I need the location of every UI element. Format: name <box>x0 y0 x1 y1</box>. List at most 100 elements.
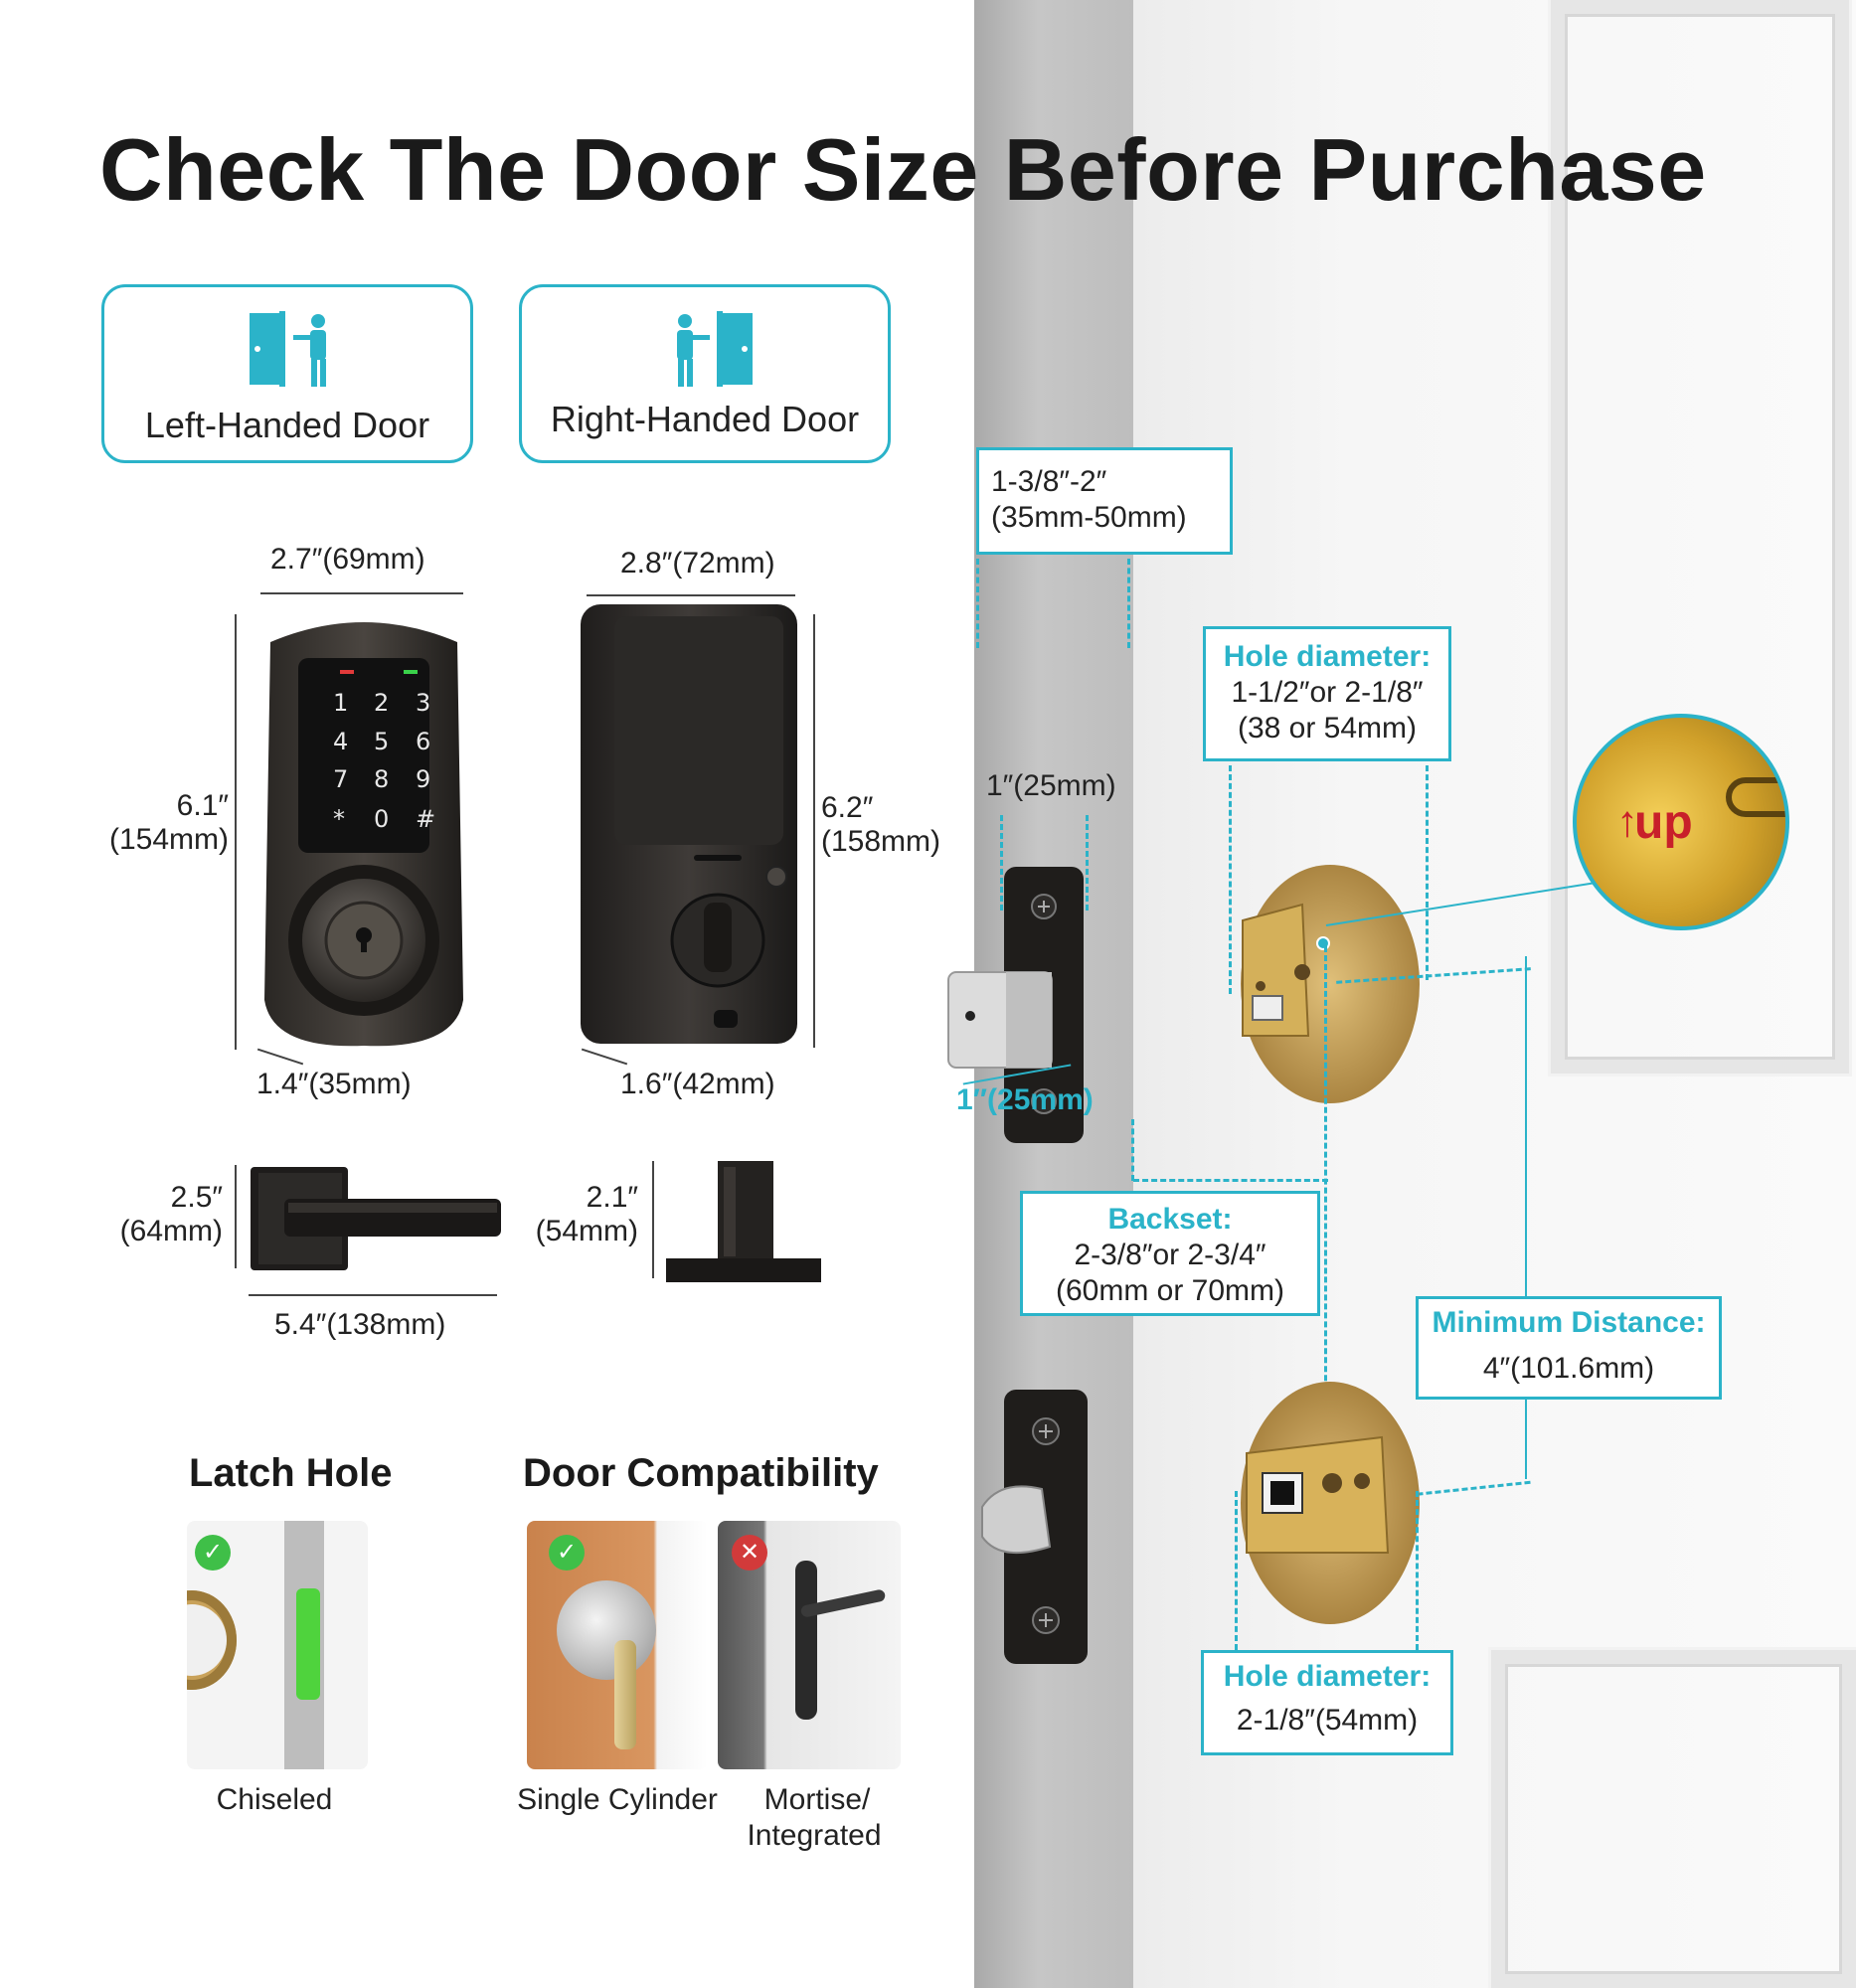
interior-depth-arrow <box>581 1048 628 1066</box>
door-compatibility-title: Door Compatibility <box>523 1451 879 1495</box>
center-guide <box>1324 946 1327 1533</box>
keypad-height-mm-label: (154mm) <box>108 823 229 856</box>
key-hash: # <box>416 805 436 833</box>
interior-height-arrow <box>813 614 815 1048</box>
mortise-plate <box>795 1561 817 1720</box>
key-9: 9 <box>416 765 431 793</box>
key-2: 2 <box>374 689 390 717</box>
left-handed-door-card: Left-Handed Door <box>101 284 473 463</box>
single-cylinder-check-icon: ✓ <box>549 1535 585 1571</box>
lever-length-label: 5.4″(138mm) <box>274 1308 446 1341</box>
page-title: Check The Door Size Before Purchase <box>99 120 1707 219</box>
single-cylinder-caption: Single Cylinder <box>517 1783 718 1816</box>
mortise-caption-line2: Integrated <box>747 1819 882 1852</box>
min-distance-box: Minimum Distance: 4″(101.6mm) <box>1416 1296 1722 1400</box>
right-handed-door-label: Right-Handed Door <box>550 399 860 439</box>
single-cylinder-rose <box>557 1580 656 1680</box>
backset-box: Backset: 2-3/8″or 2-3/4″ (60mm or 70mm) <box>1020 1191 1320 1316</box>
lever-handle-image <box>251 1167 501 1270</box>
backset-line1: 2-3/8″or 2-3/4″ <box>1074 1239 1266 1271</box>
min-distance-line1: 4″(101.6mm) <box>1482 1352 1655 1385</box>
lower-hole-line1: 2-1/8″(54mm) <box>1236 1704 1419 1737</box>
upper-hole-guide-right <box>1426 765 1429 980</box>
lever-projection-arrow <box>652 1161 654 1278</box>
single-cylinder-image: ✓ <box>527 1521 708 1769</box>
keypad-width-label: 2.7″(69mm) <box>270 543 425 576</box>
latch-hole-image: ✓ <box>187 1521 368 1769</box>
key-5: 5 <box>374 728 390 755</box>
latch-hole-title: Latch Hole <box>189 1451 393 1495</box>
mortise-cross-icon: ✕ <box>732 1535 767 1571</box>
keypad-width-arrow <box>260 592 463 594</box>
lower-hole-guide-right <box>1416 1491 1419 1650</box>
key-6: 6 <box>416 728 431 755</box>
door-thickness-line1: 1-3/8″-2″ <box>991 465 1107 498</box>
latch-width-label: 1″(25mm) <box>986 769 1116 802</box>
interior-depth-label: 1.6″(42mm) <box>620 1068 775 1100</box>
key-7: 7 <box>333 765 349 793</box>
key-8: 8 <box>374 765 390 793</box>
backset-heading: Backset: <box>1107 1203 1233 1236</box>
door-lower-panel <box>1491 1650 1856 1988</box>
upper-hole-line2: (38 or 54mm) <box>1237 712 1418 745</box>
latch-width-guide-left <box>1000 815 1003 911</box>
lower-hole-heading: Hole diameter: <box>1223 1660 1432 1693</box>
latch-width-guide-right <box>1086 815 1089 911</box>
latch-hole-check-icon: ✓ <box>195 1535 231 1571</box>
lower-hole-guide-left <box>1235 1491 1238 1650</box>
interior-height-in-label: 6.2″ <box>821 791 874 824</box>
door-thickness-guide-right <box>1127 559 1130 648</box>
up-arrow-icon: ↑ <box>1616 797 1638 846</box>
lower-bore-hole-image <box>1241 1382 1420 1624</box>
upper-bore-hole-image <box>1241 865 1420 1103</box>
exterior-keypad-image <box>264 622 463 1047</box>
right-handed-door-card: Right-Handed Door <box>519 284 891 463</box>
key-star: * <box>333 805 345 833</box>
door-thickness-guide-left <box>976 559 979 648</box>
keypad-height-in-label: 6.1″ <box>176 789 229 822</box>
lever-height-mm-label: (64mm) <box>119 1215 223 1247</box>
up-marker-dot <box>1316 936 1330 950</box>
key-1: 1 <box>333 689 349 717</box>
door-thickness-line2: (35mm-50mm) <box>991 501 1187 534</box>
lever-length-arrow <box>249 1294 497 1296</box>
interior-width-label: 2.8″(72mm) <box>620 547 775 580</box>
strike-plate-lower <box>981 1390 1088 1664</box>
lever-height-in-label: 2.5″ <box>170 1181 223 1214</box>
backset-line2: (60mm or 70mm) <box>1055 1274 1285 1307</box>
left-handed-door-icon <box>250 311 326 387</box>
keypad-depth-label: 1.4″(35mm) <box>256 1068 412 1100</box>
key-3: 3 <box>416 689 431 717</box>
upper-hole-guide-left <box>1229 765 1232 994</box>
upper-hole-box: Hole diameter: 1-1/2″or 2-1/8″ (38 or 54… <box>1203 626 1451 761</box>
min-distance-arrow <box>1525 956 1527 1479</box>
lower-hole-box: Hole diameter: 2-1/8″(54mm) <box>1201 1650 1453 1755</box>
lever-side-image <box>666 1161 821 1282</box>
left-handed-door-label: Left-Handed Door <box>144 405 430 445</box>
backset-guide-top <box>1133 1179 1328 1182</box>
key-0: 0 <box>374 805 390 833</box>
up-marker-slot <box>1726 777 1785 817</box>
min-distance-heading: Minimum Distance: <box>1432 1306 1706 1339</box>
right-handed-door-icon <box>677 311 753 387</box>
keypad-height-arrow <box>235 614 237 1050</box>
latch-hole-caption: Chiseled <box>216 1783 333 1816</box>
door-thickness-box: 1-3/8″-2″ (35mm-50mm) <box>976 447 1233 555</box>
interior-assembly-image <box>581 604 797 1044</box>
mortise-integrated-image: ✕ <box>718 1521 901 1769</box>
up-marker-zoom: up ↑ <box>1573 714 1789 930</box>
interior-width-arrow <box>587 594 795 596</box>
interior-height-mm-label: (158mm) <box>821 825 941 858</box>
upper-hole-heading: Hole diameter: <box>1223 640 1432 673</box>
single-cylinder-key <box>614 1640 636 1749</box>
up-marker-text: up <box>1634 796 1693 849</box>
lever-height-arrow <box>235 1165 237 1268</box>
mortise-caption-line1: Mortise/ <box>763 1783 871 1816</box>
latch-depth-label: 1″(25mm) <box>956 1083 1094 1116</box>
lever-projection-mm-label: (54mm) <box>535 1215 638 1247</box>
backset-guide-left <box>1131 1119 1134 1181</box>
lever-projection-in-label: 2.1″ <box>586 1181 638 1214</box>
upper-hole-line1: 1-1/2″or 2-1/8″ <box>1231 676 1424 709</box>
latch-hole-mortise <box>296 1588 320 1700</box>
door-upper-panel <box>1551 0 1849 1074</box>
